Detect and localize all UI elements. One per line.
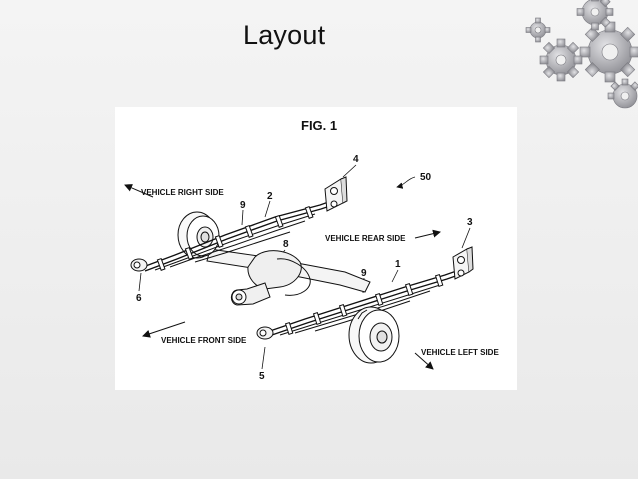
arrow-right-side [124, 184, 154, 198]
arrow-front-side [142, 321, 186, 338]
right-rear-shackle [324, 176, 348, 212]
numeral-3: 3 [467, 217, 473, 228]
arrow-left-side [414, 352, 434, 370]
numeral-2: 2 [267, 191, 273, 202]
suspension-diagram: FIG. 1 VEHICLE RIGHT SIDE VEHICLE REAR S… [124, 118, 499, 382]
label-vehicle-rear-side: VEHICLE REAR SIDE [325, 234, 406, 243]
numeral-9a: 9 [240, 200, 246, 211]
numeral-1: 1 [395, 259, 401, 270]
numeral-9b: 9 [361, 268, 367, 279]
figure-panel: FIG. 1 VEHICLE RIGHT SIDE VEHICLE REAR S… [115, 107, 517, 390]
figure-caption: FIG. 1 [301, 118, 337, 133]
numeral-6: 6 [136, 293, 142, 304]
numeral-8: 8 [283, 239, 289, 250]
left-wheel-hub [348, 306, 400, 364]
numeral-5: 5 [259, 371, 265, 382]
numeral-4: 4 [353, 154, 359, 165]
slide-title: Layout [243, 20, 326, 50]
label-vehicle-right-side: VEHICLE RIGHT SIDE [141, 188, 224, 197]
left-rear-shackle [452, 246, 474, 280]
arrow-rear-side [414, 229, 441, 239]
right-leaf-spring [130, 198, 340, 272]
label-vehicle-front-side: VEHICLE FRONT SIDE [161, 336, 247, 345]
label-vehicle-left-side: VEHICLE LEFT SIDE [421, 348, 499, 357]
gears-icon [525, 0, 638, 109]
numeral-50: 50 [420, 172, 432, 183]
